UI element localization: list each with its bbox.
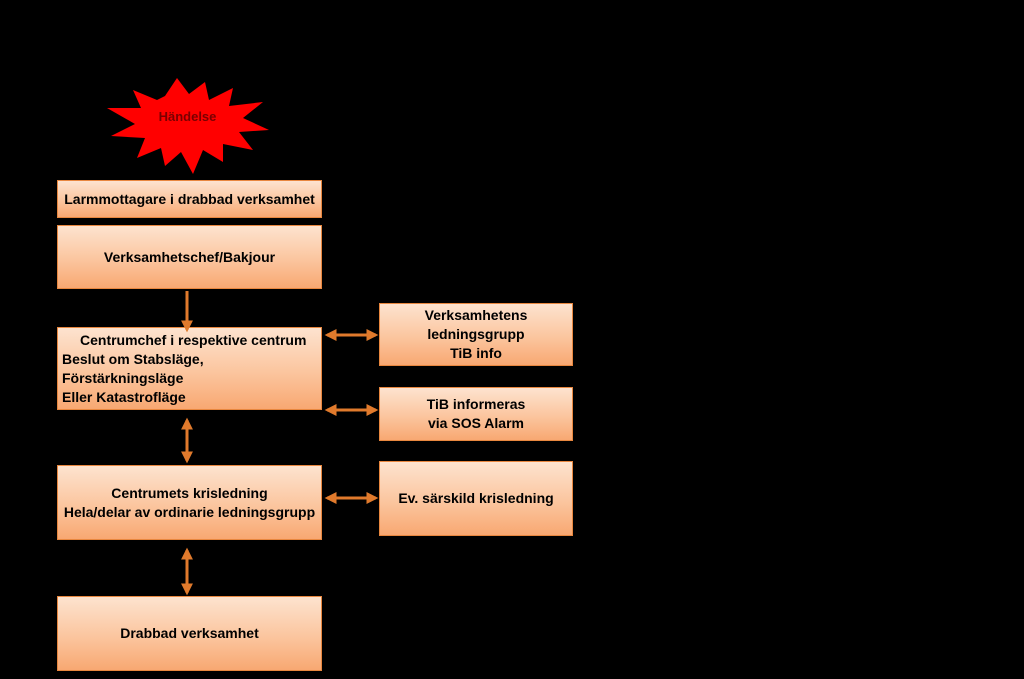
box-text: TiB info	[450, 345, 502, 361]
box-text: Centrumchef i respektive centrum	[80, 331, 307, 348]
box-text: Larmmottagare i drabbad verksamhet	[64, 190, 315, 207]
box-text: Beslut om Stabsläge, Förstärkningsläge	[62, 350, 204, 386]
box-sarskild-krisledning: Ev. särskild krisledning	[379, 461, 573, 536]
box-text: ledningsgrupp	[427, 326, 525, 342]
event-label: Händelse	[158, 108, 217, 124]
box-text: Hela/delar av ordinarie ledningsgrupp	[63, 503, 316, 520]
box-text: Ev. särskild krisledning	[398, 490, 554, 506]
box-text: Drabbad verksamhet	[120, 625, 259, 641]
box-ledningsgrupp: Verksamhetens ledningsgrupp TiB info	[379, 303, 573, 366]
box-text: via SOS Alarm	[428, 415, 524, 431]
box-centrumchef: Centrumchef i respektive centrum Beslut …	[57, 327, 322, 410]
box-text: Verksamhetens	[424, 307, 528, 323]
box-text: Verksamhetschef/Bakjour	[103, 248, 276, 265]
box-larmmottagare: Larmmottagare i drabbad verksamhet	[57, 180, 322, 218]
box-text: Eller Katastrofläge	[62, 388, 186, 405]
box-krisledning: Centrumets krisledning Hela/delar av ord…	[57, 465, 322, 540]
box-tib: TiB informeras via SOS Alarm	[379, 387, 573, 441]
box-text: TiB informeras	[426, 396, 526, 412]
starburst-icon	[107, 78, 269, 174]
box-text: Centrumets krisledning	[111, 484, 268, 501]
event-starburst: Händelse	[105, 78, 270, 176]
box-drabbad-verksamhet: Drabbad verksamhet	[57, 596, 322, 671]
box-verksamhetschef: Verksamhetschef/Bakjour	[57, 225, 322, 289]
